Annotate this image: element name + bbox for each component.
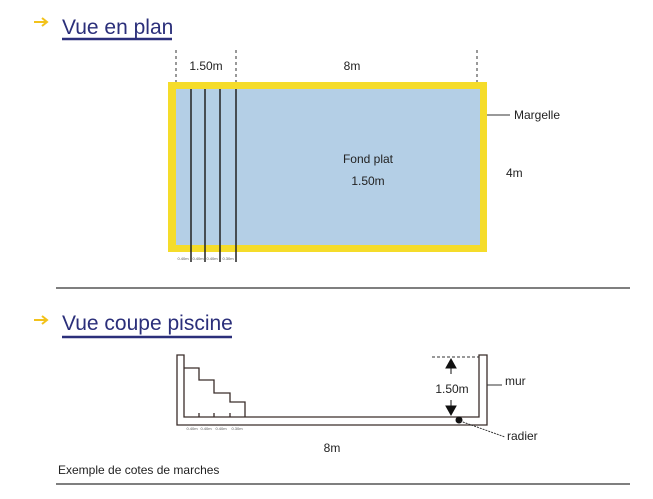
plan-step-width: 0.40m: [206, 256, 218, 261]
section-step-width: 0.40m: [186, 426, 198, 431]
plan-title: Vue en plan: [62, 16, 173, 39]
arrow-icon: [34, 17, 49, 27]
section-length-label: 8m: [324, 441, 341, 455]
arrow-icon: [34, 315, 49, 325]
floor-leader: [459, 420, 506, 438]
length-label: 8m: [344, 59, 361, 73]
plan-step-width: 0.40m: [177, 256, 189, 261]
section-title: Vue coupe piscine: [62, 312, 233, 335]
pool-section: [176, 354, 488, 426]
section-step-width: 0.40m: [200, 426, 212, 431]
step-lines: [190, 89, 237, 262]
plan-step-width: 0.30m: [222, 256, 234, 261]
bottom-label: Fond plat: [343, 152, 394, 166]
margelle-label: Margelle: [514, 108, 560, 122]
plan-step-width: 0.40m: [192, 256, 204, 261]
section-step-width: 0.40m: [215, 426, 227, 431]
width-label: 4m: [506, 166, 523, 180]
floor-label: radier: [507, 429, 538, 443]
plan-dimension-lines: [175, 50, 478, 82]
steps-width-label: 1.50m: [189, 59, 222, 73]
plan-heading: Vue en plan: [34, 16, 173, 41]
section-heading: Vue coupe piscine: [34, 312, 233, 339]
pool-water: [176, 89, 480, 245]
bottom-depth-label: 1.50m: [351, 174, 384, 188]
wall-label: mur: [505, 374, 526, 388]
section-step-width: 0.30m: [231, 426, 243, 431]
caption: Exemple de cotes de marches: [58, 463, 219, 477]
drain-dot: [455, 416, 463, 424]
depth-label: 1.50m: [435, 382, 468, 396]
depth-arrows: [445, 357, 457, 417]
